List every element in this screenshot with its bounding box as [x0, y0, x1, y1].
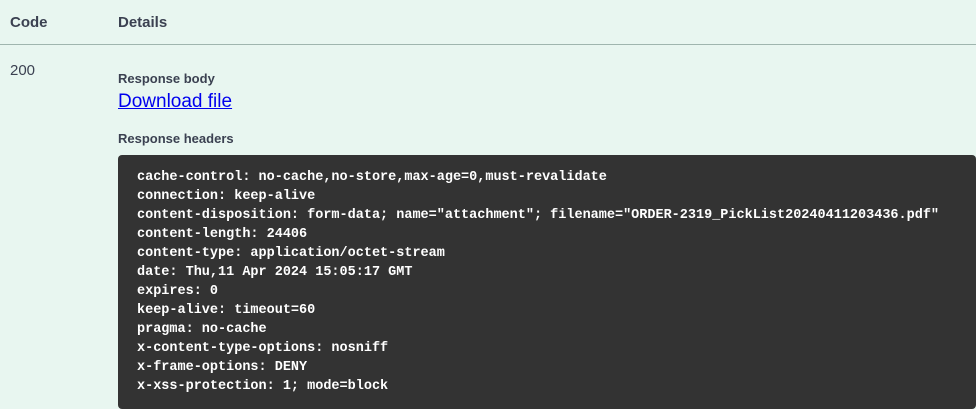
response-details-cell: Response body Download file Response hea…: [118, 45, 976, 409]
download-file-link[interactable]: Download file: [118, 90, 233, 112]
responses-table-body: 200 Response body Download file Response…: [0, 45, 976, 409]
responses-table-header-row: Code Details: [0, 0, 976, 45]
responses-table-head: Code Details: [0, 0, 976, 45]
response-headers-text: cache-control: no-cache,no-store,max-age…: [137, 168, 957, 396]
response-code-cell: 200: [0, 45, 118, 409]
header-line: expires: 0: [137, 283, 219, 299]
header-line: content-length: 24406: [137, 226, 308, 242]
header-line: keep-alive: timeout=60: [137, 302, 316, 318]
header-line: date: Thu,11 Apr 2024 15:05:17 GMT: [137, 264, 413, 280]
header-line: connection: keep-alive: [137, 188, 316, 204]
table-row: 200 Response body Download file Response…: [0, 45, 976, 409]
header-line: x-xss-protection: 1; mode=block: [137, 378, 389, 394]
column-header-code: Code: [0, 0, 118, 45]
response-body-label: Response body: [118, 71, 215, 86]
header-line: x-content-type-options: nosniff: [137, 340, 389, 356]
header-line: content-type: application/octet-stream: [137, 245, 445, 261]
response-headers-code-block[interactable]: cache-control: no-cache,no-store,max-age…: [118, 154, 976, 409]
header-line: cache-control: no-cache,no-store,max-age…: [137, 169, 607, 185]
header-line: x-frame-options: DENY: [137, 359, 308, 375]
response-headers-label: Response headers: [118, 130, 234, 146]
status-code: 200: [10, 62, 36, 79]
header-line: content-disposition: form-data; name="at…: [137, 207, 940, 223]
header-line: pragma: no-cache: [137, 321, 267, 337]
response-details: Response body Download file Response hea…: [118, 45, 976, 409]
column-header-details: Details: [118, 0, 976, 45]
